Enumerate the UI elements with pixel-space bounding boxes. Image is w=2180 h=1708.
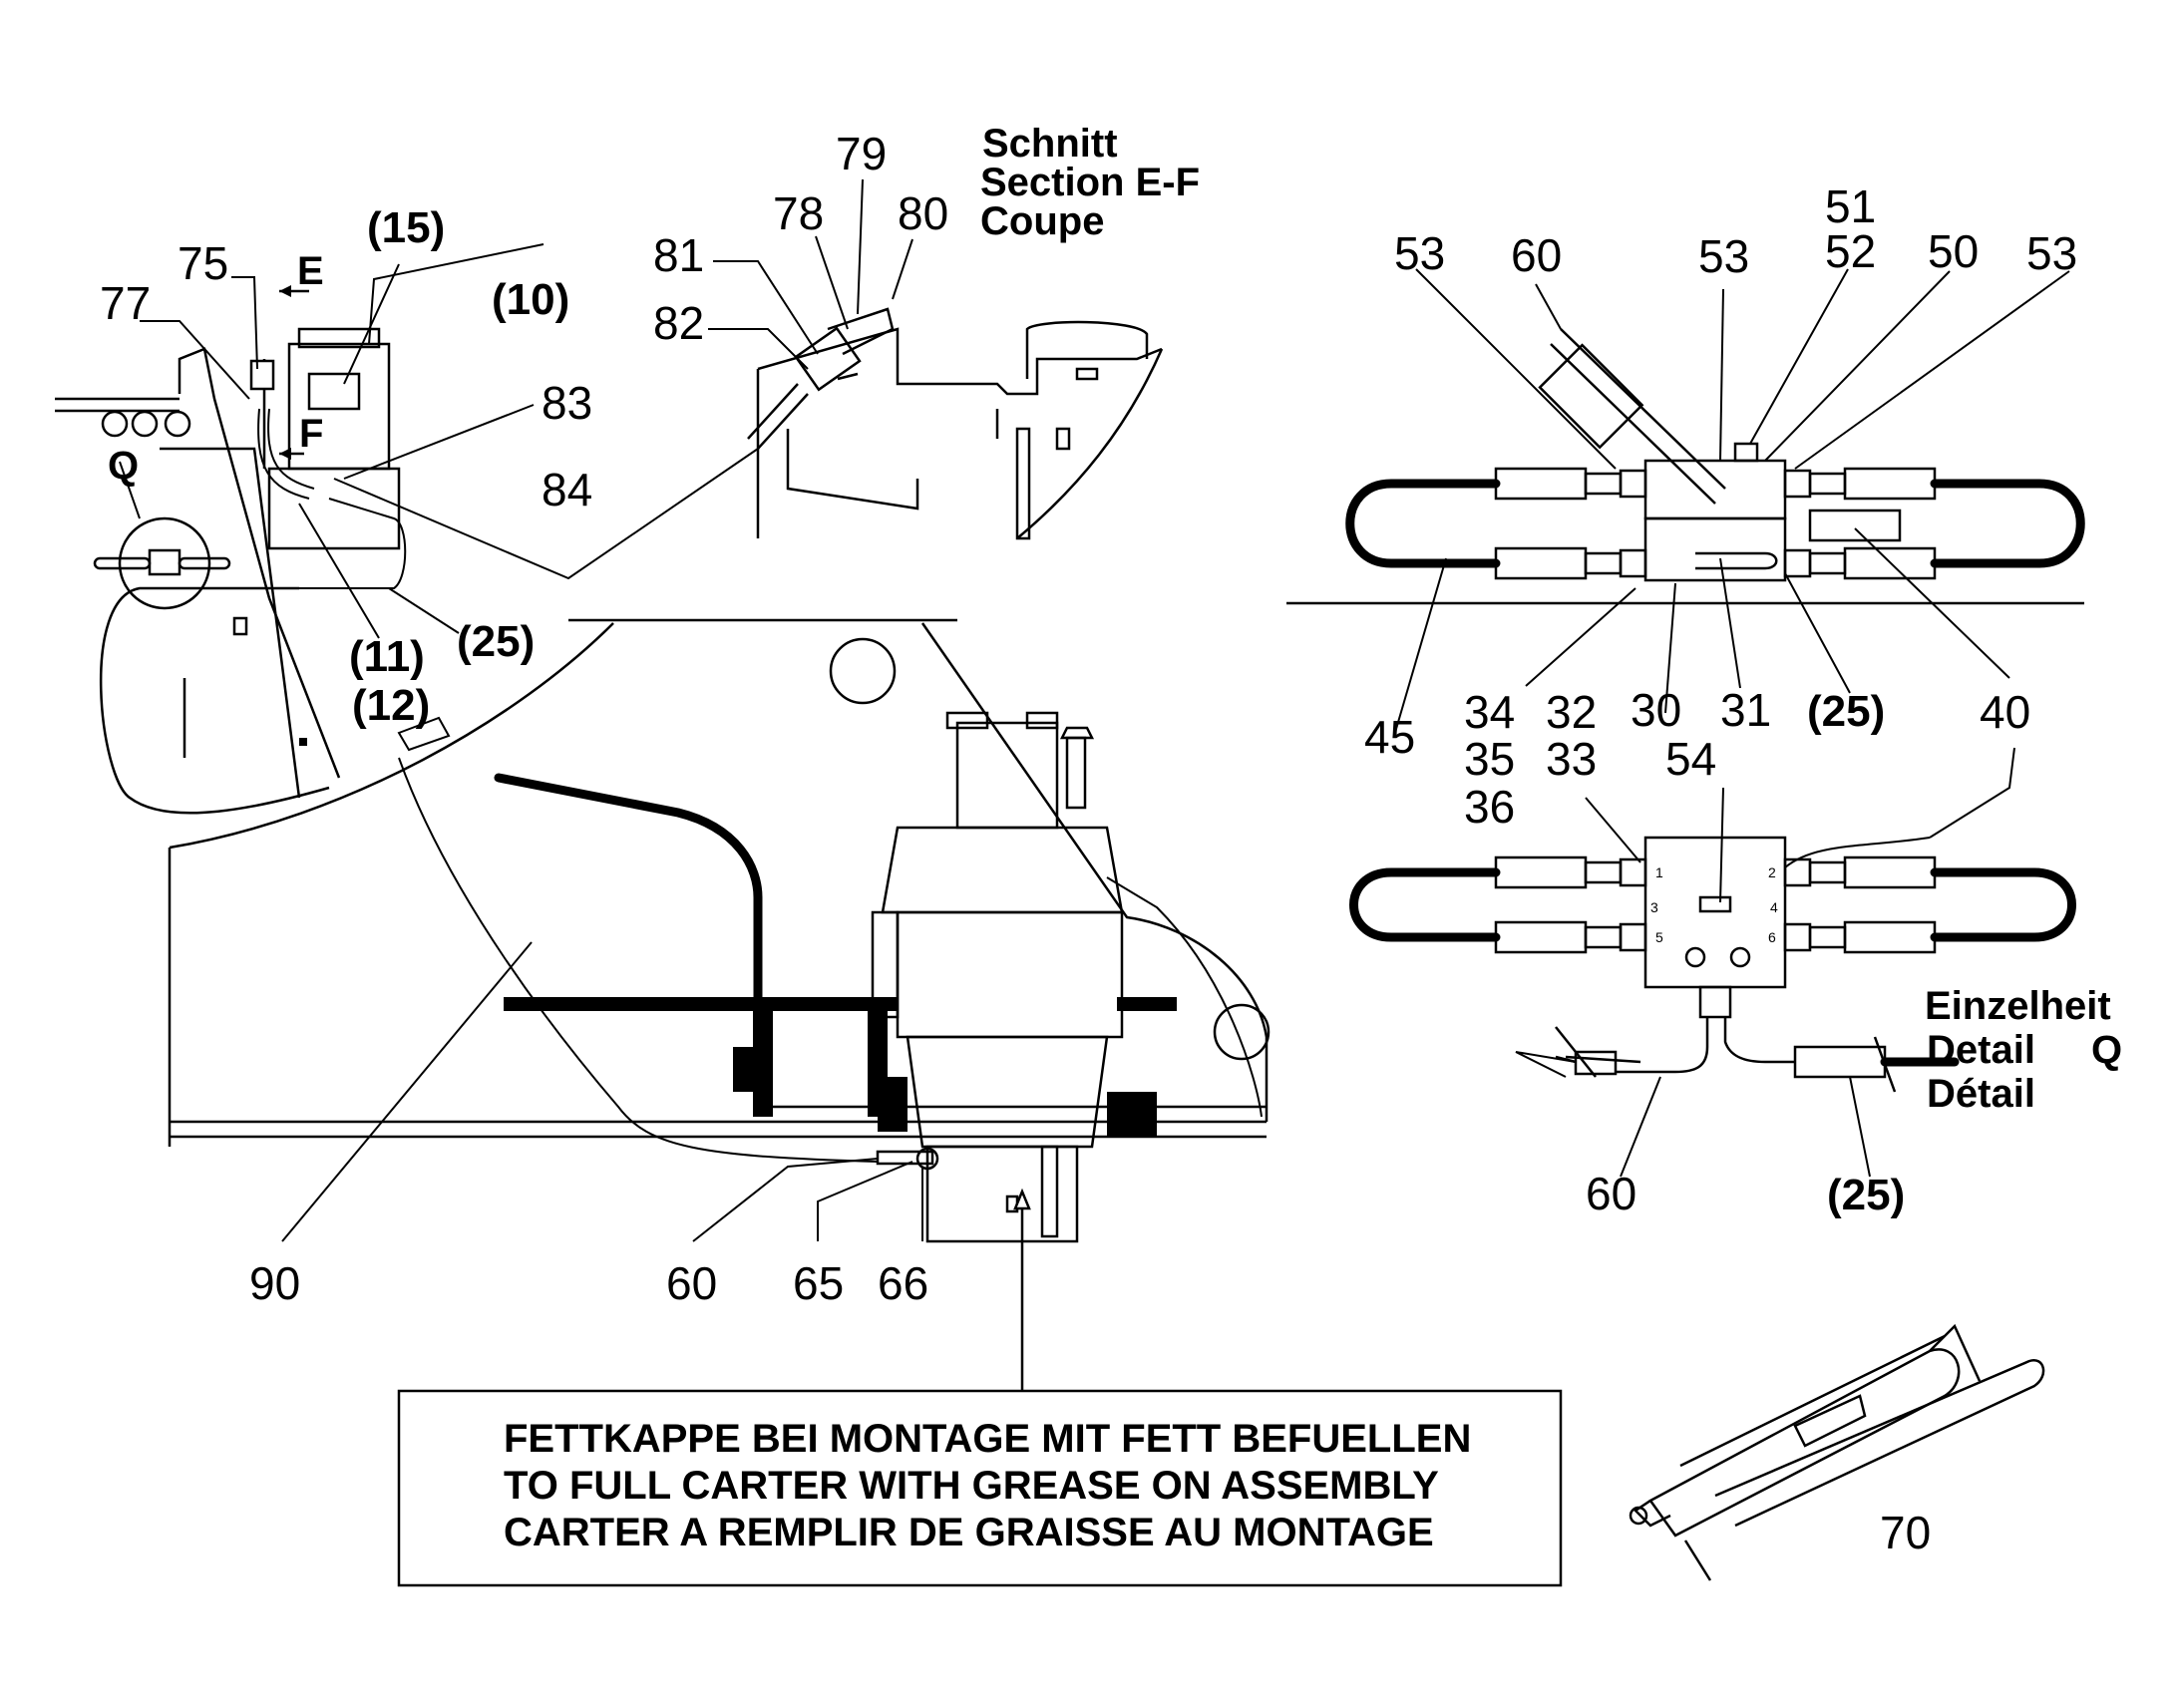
callout-60-a: 60 <box>1511 229 1562 281</box>
callout-81: 81 <box>653 229 704 281</box>
callout-53-b: 53 <box>1698 230 1749 282</box>
distributor-block-view <box>1286 328 2085 605</box>
callout-45: 45 <box>1364 711 1415 763</box>
main-frame-view <box>168 618 1271 1163</box>
callout-79: 79 <box>836 128 887 179</box>
section-e-f-view <box>747 307 1164 540</box>
callout-90: 90 <box>249 1257 300 1309</box>
detail-title-q: Q <box>2091 1028 2122 1072</box>
port-label-5: 5 <box>1655 929 1663 945</box>
detail-title-line-1: Einzelheit <box>1925 984 2111 1028</box>
callout-30: 30 <box>1631 684 1681 736</box>
callout-65: 65 <box>793 1257 844 1309</box>
callout-36: 36 <box>1464 781 1515 833</box>
callout-53-a: 53 <box>1394 227 1445 279</box>
section-title: Schnitt Section E-F Coupe <box>980 122 1200 243</box>
pump-unit-view <box>55 285 407 815</box>
callout-15: (15) <box>367 203 445 252</box>
port-label-1: 1 <box>1655 864 1663 880</box>
marker-q: Q <box>108 444 139 488</box>
callout-25-a: (25) <box>457 617 535 666</box>
note-line-3: CARTER A REMPLIR DE GRAISSE AU MONTAGE <box>504 1511 1434 1554</box>
port-label-2: 2 <box>1768 864 1776 880</box>
callout-25-c: (25) <box>1827 1171 1905 1219</box>
section-title-line-1: Schnitt <box>982 122 1118 166</box>
grease-gun-illustration <box>1629 1323 2045 1581</box>
callout-40: 40 <box>1980 686 2030 738</box>
callout-75: 75 <box>178 237 228 289</box>
detail-title: Einzelheit Detail Q Détail <box>1925 984 2122 1116</box>
callout-50: 50 <box>1928 225 1979 277</box>
callout-35: 35 <box>1464 733 1515 785</box>
callout-25-b: (25) <box>1807 687 1885 736</box>
callout-53-c: 53 <box>2026 227 2077 279</box>
callout-80: 80 <box>898 187 948 239</box>
callout-12: (12) <box>352 681 430 730</box>
callout-33: 33 <box>1546 733 1597 785</box>
detail-q-view: 1 2 5 6 3 4 <box>1349 836 2076 1093</box>
note-line-2: TO FULL CARTER WITH GREASE ON ASSEMBLY <box>504 1464 1439 1508</box>
section-title-line-3: Coupe <box>980 199 1104 243</box>
callout-10: (10) <box>492 275 569 324</box>
marker-e: E <box>297 249 324 293</box>
port-label-6: 6 <box>1768 929 1776 945</box>
callout-52: 52 <box>1825 225 1876 277</box>
callout-82: 82 <box>653 297 704 349</box>
callout-78: 78 <box>773 187 824 239</box>
marker-f: F <box>299 412 323 456</box>
callout-32: 32 <box>1546 686 1597 738</box>
slew-drive-view <box>871 711 1124 1391</box>
callout-31: 31 <box>1720 684 1771 736</box>
note-line-1: FETTKAPPE BEI MONTAGE MIT FETT BEFUELLEN <box>504 1417 1471 1461</box>
callout-60-c: 60 <box>666 1257 717 1309</box>
callout-51: 51 <box>1825 180 1876 232</box>
callout-labels: 75 77 (15) (10) 83 84 (11) (12) (25) 79 … <box>100 128 2077 1558</box>
callout-11: (11) <box>349 632 425 681</box>
callout-34: 34 <box>1464 686 1515 738</box>
detail-title-line-2: Detail <box>1927 1028 2035 1072</box>
callout-84: 84 <box>542 464 592 515</box>
callout-54: 54 <box>1665 733 1716 785</box>
leader-lines <box>119 178 2070 1242</box>
callout-70: 70 <box>1880 1507 1931 1558</box>
port-label-3: 3 <box>1650 899 1658 915</box>
callout-83: 83 <box>542 377 592 429</box>
callout-77: 77 <box>100 277 151 329</box>
section-title-line-2: Section E-F <box>980 161 1200 204</box>
detail-title-line-3: Détail <box>1927 1072 2035 1116</box>
callout-60-b: 60 <box>1586 1168 1636 1219</box>
callout-66: 66 <box>878 1257 928 1309</box>
assembly-note: FETTKAPPE BEI MONTAGE MIT FETT BEFUELLEN… <box>397 1389 1563 1587</box>
port-label-4: 4 <box>1770 899 1778 915</box>
